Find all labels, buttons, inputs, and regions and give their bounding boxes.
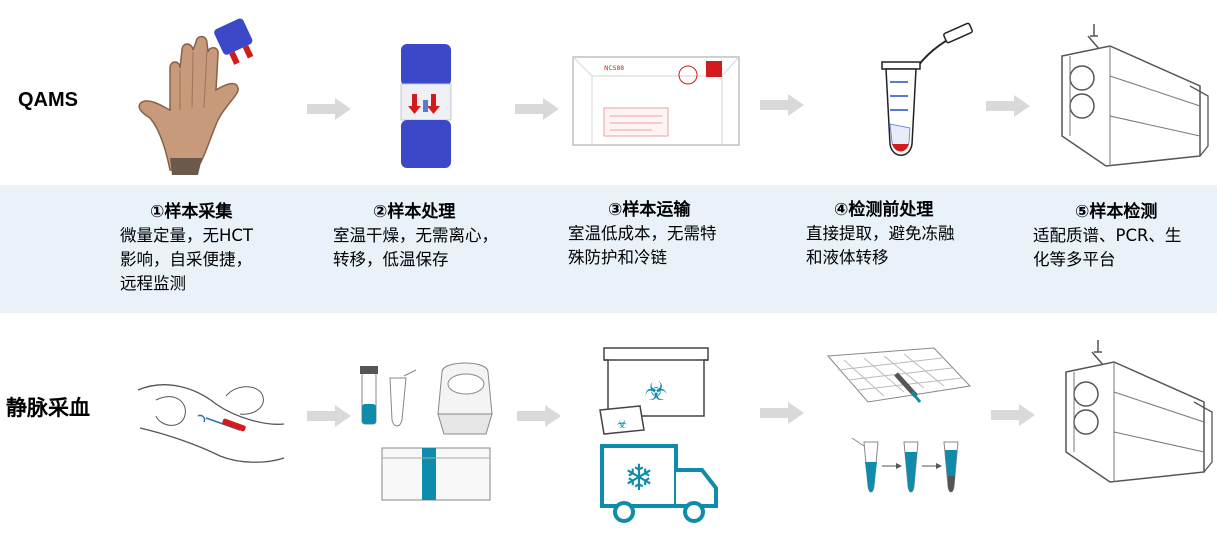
step-3-title: ③样本运输 (608, 200, 691, 220)
step-5: ⑤样本检测 适配质谱、PCR、生 化等多平台 (1033, 200, 1213, 272)
arrow-right-icon (991, 404, 1035, 426)
step-5-desc: 适配质谱、PCR、生 化等多平台 (1033, 226, 1182, 269)
step-1: ①样本采集 微量定量，无HCT 影响，自采便捷， 远程监测 (120, 200, 310, 296)
mass-spectrometer-icon (1065, 340, 1213, 483)
arrow-right-icon (760, 402, 804, 424)
venipuncture-arm-icon (137, 384, 285, 463)
arrow-right-icon (307, 405, 351, 427)
plate-pipette-transfer-icon (826, 347, 972, 493)
description-band (0, 185, 1217, 313)
step-3: ③样本运输 室温低成本，无需特 殊防护和冷链 (568, 198, 768, 270)
step-1-title: ①样本采集 (150, 202, 233, 222)
step-5-title: ⑤样本检测 (1075, 202, 1158, 222)
row-label-venous: 静脉采血 (6, 397, 90, 420)
row-label-qams: QAMS (18, 89, 78, 111)
step-2: ②样本处理 室温干燥，无需离心， 转移，低温保存 (333, 200, 543, 272)
svg-text:☣: ☣ (644, 377, 667, 407)
tube-centrifuge-freezer-icon (360, 362, 493, 501)
step-4: ④检测前处理 直接提取，避免冻融 和液体转移 (806, 198, 1006, 270)
microcentrifuge-tube-icon (881, 22, 973, 156)
arrow-right-icon (307, 98, 351, 120)
svg-text:NCS88: NCS88 (604, 65, 624, 72)
hand-finger-prick-icon (138, 18, 254, 175)
step-3-desc: 室温低成本，无需特 殊防护和冷链 (568, 224, 717, 267)
step-2-title: ②样本处理 (373, 202, 456, 222)
arrow-right-icon (986, 95, 1030, 117)
svg-text:☣: ☣ (617, 417, 628, 431)
step-2-desc: 室温干燥，无需离心， 转移，低温保存 (333, 226, 498, 269)
arrow-right-icon (515, 98, 559, 120)
mass-spectrometer-icon (1061, 24, 1209, 167)
arrow-right-icon (517, 405, 561, 427)
step-4-desc: 直接提取，避免冻融 和液体转移 (806, 224, 955, 267)
step-4-title: ④检测前处理 (834, 200, 934, 220)
arrow-right-icon (760, 94, 804, 116)
step-1-desc: 微量定量，无HCT 影响，自采便捷， 远程监测 (120, 226, 254, 293)
biohazard-cold-chain-truck-icon: ☣ ☣ ❄ (599, 347, 718, 523)
dried-sample-tube-icon (400, 44, 452, 168)
svg-text:❄: ❄ (624, 458, 654, 499)
mailing-envelope-icon: NCS88 (572, 56, 740, 146)
